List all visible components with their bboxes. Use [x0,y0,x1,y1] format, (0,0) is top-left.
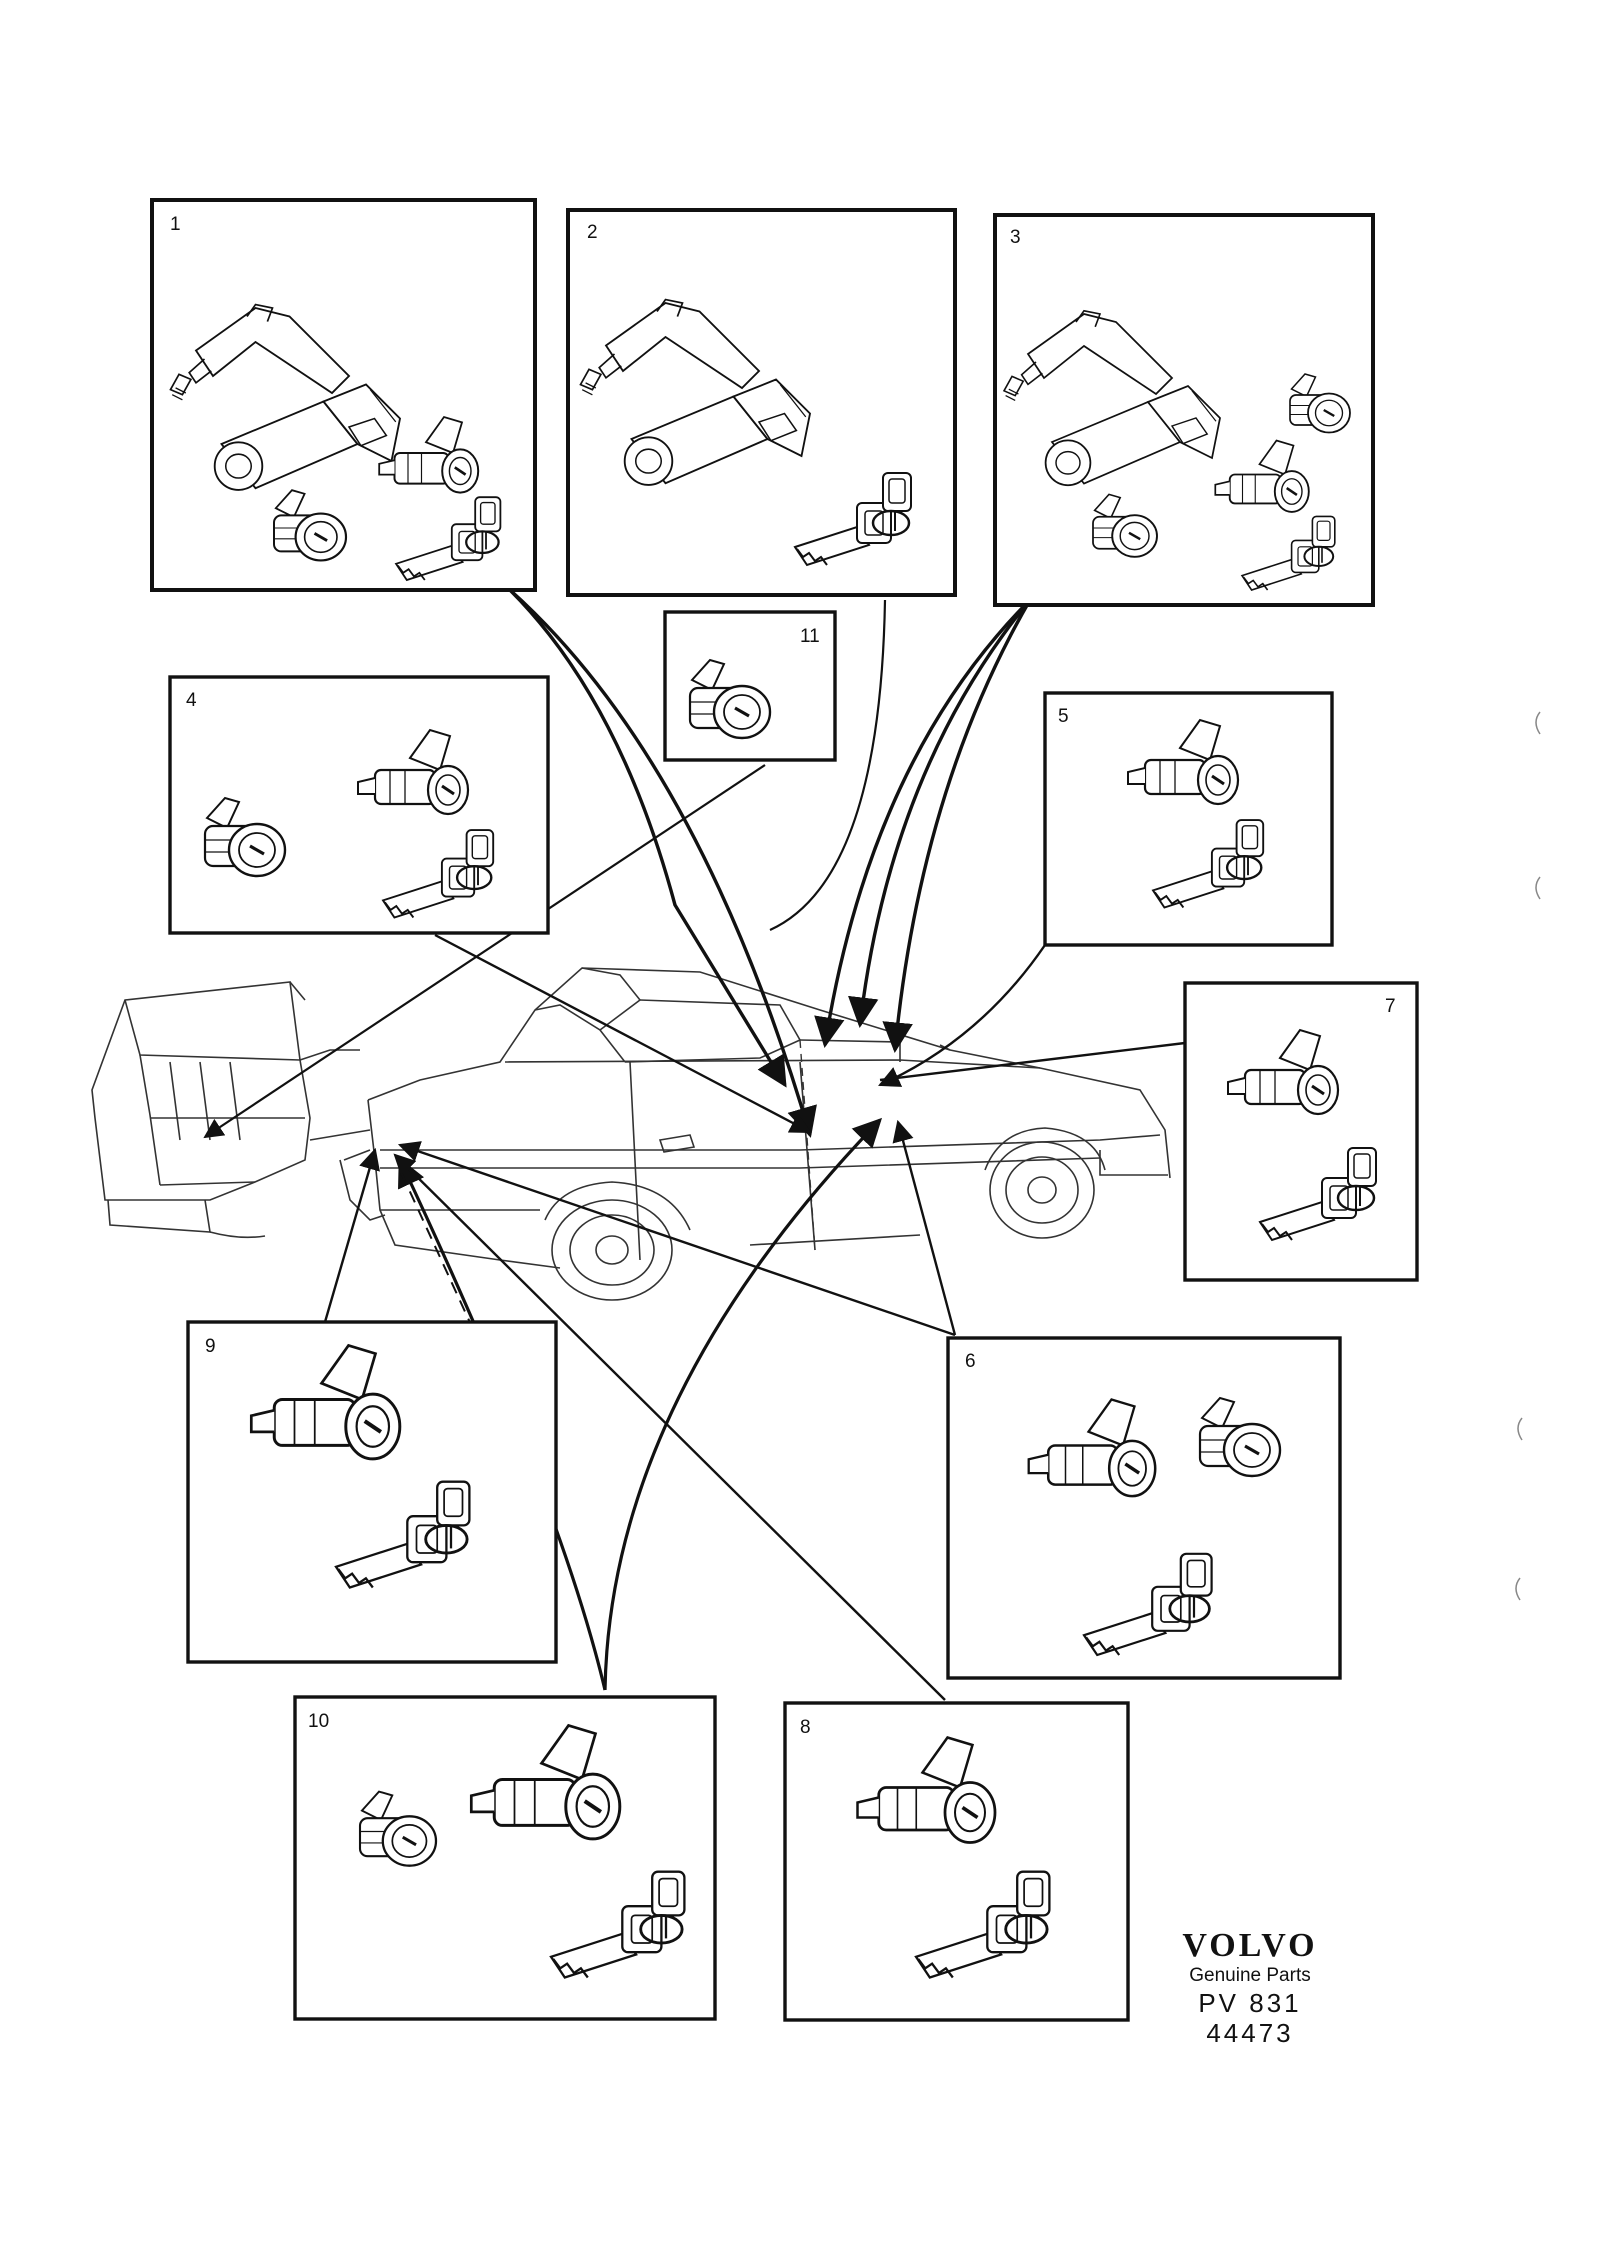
leader-10-b [603,1117,882,1691]
car-wheels [544,1127,1106,1301]
brand-logo: VOLVO [1182,1927,1318,1964]
leader-2 [769,599,887,932]
part-number: PV 831 44473 [1198,1988,1302,2048]
brand-subtitle: Genuine Parts [1189,1965,1311,1986]
panel-8-number: 8 [800,1717,811,1738]
panel-2-number: 2 [587,222,598,243]
panel-11-number: 11 [800,626,820,647]
leader-7 [879,1041,1186,1082]
footer-logo-block: VOLVO Genuine Parts PV 831 44473 [1150,1927,1350,2049]
panel-6: 6 [946,1336,1342,1680]
leader-8 [393,1153,946,1701]
panel-5-number: 5 [1058,706,1069,727]
leader-1-b [508,588,817,1138]
panel-9-number: 9 [205,1336,216,1357]
margin-marks [1515,711,1541,1601]
leader-9 [323,1147,380,1323]
leader-6-a [397,1141,956,1337]
panel-1: 1 [150,198,537,592]
panel-7: 7 [1183,981,1419,1282]
panel-4-number: 4 [186,690,197,711]
leader-3-c [882,599,1032,1054]
panel-10: 10 [293,1695,717,2021]
panel-9: 9 [186,1320,558,1664]
leader-11 [203,764,766,1139]
panel-10-number: 10 [308,1711,329,1732]
leader-3-b [848,598,1032,1029]
panel-2: 2 [566,208,957,597]
leader-3-a [814,598,1032,1049]
panel-1-number: 1 [170,214,181,235]
panel-3: 3 [993,213,1375,607]
rear-car-body [91,981,371,1239]
panel-7-number: 7 [1385,996,1396,1017]
panel-3-number: 3 [1010,227,1021,248]
panel-6-number: 6 [965,1351,976,1372]
panel-11: 11 [663,610,837,762]
leader-6-b [892,1119,957,1336]
panel-5: 5 [1043,691,1334,947]
door-front-edge [799,1039,816,1251]
leader-5 [878,944,1046,1087]
leader-4 [434,933,812,1134]
panel-8: 8 [783,1701,1130,2022]
leader-1-a [508,588,787,1088]
panel-4: 4 [168,675,550,935]
